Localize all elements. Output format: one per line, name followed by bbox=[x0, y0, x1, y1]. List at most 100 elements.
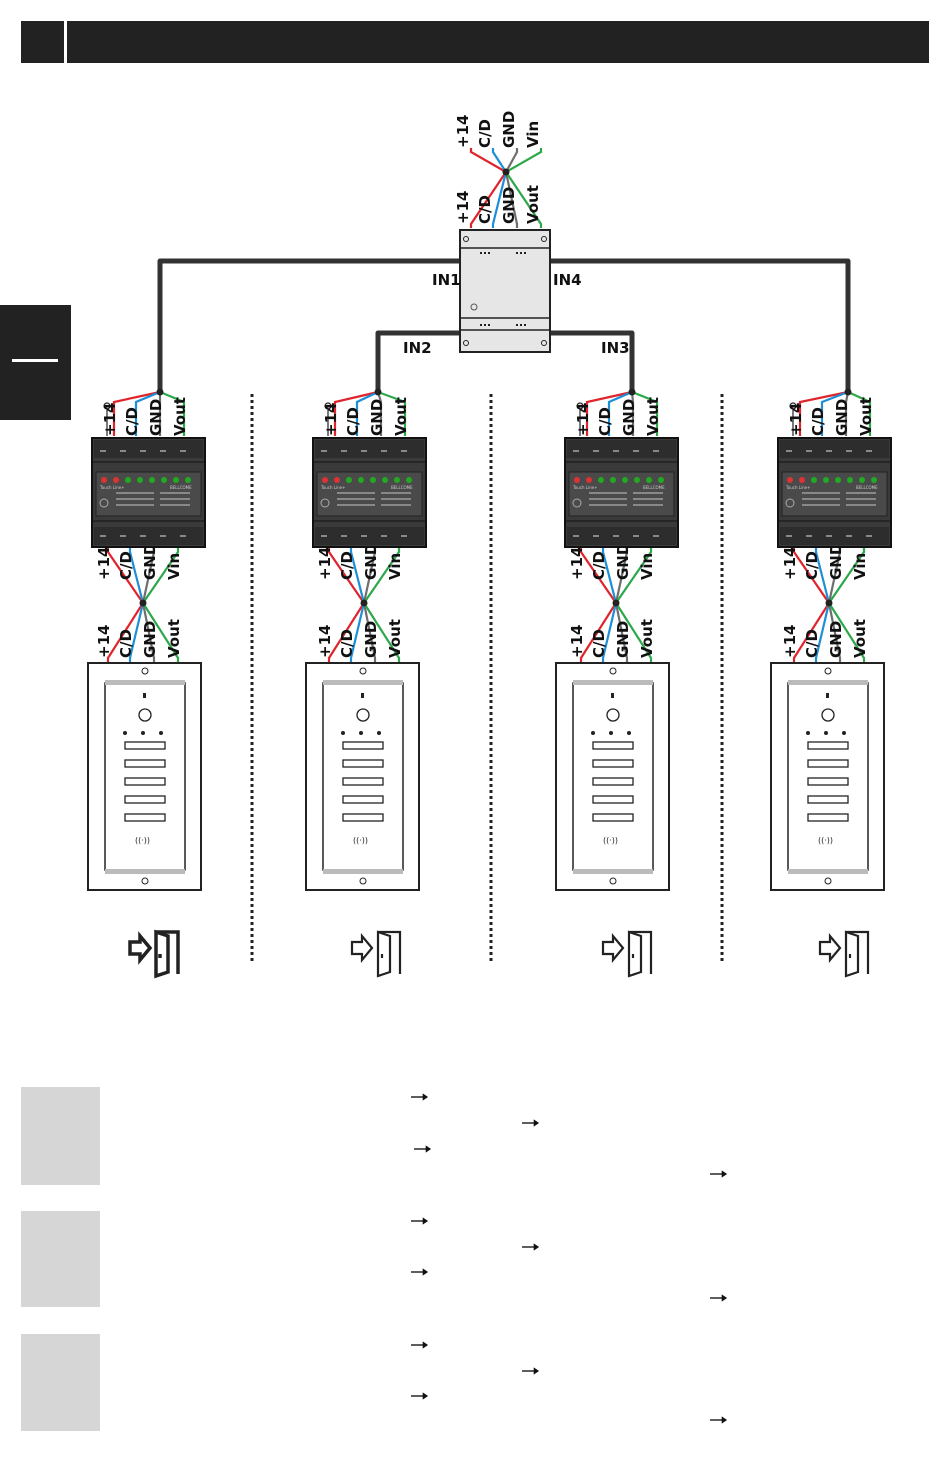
antenna-tip bbox=[576, 402, 584, 410]
call-button bbox=[124, 777, 166, 786]
module-led bbox=[346, 477, 352, 483]
wire-label: Vin bbox=[386, 553, 404, 580]
wire-label: C/D bbox=[596, 407, 614, 436]
module-bottom bbox=[567, 527, 676, 545]
module-text bbox=[381, 498, 411, 500]
wire-label: +14 bbox=[781, 625, 799, 658]
status-icon bbox=[123, 731, 127, 735]
wire bbox=[106, 602, 144, 662]
module-top bbox=[315, 440, 424, 458]
module-led bbox=[787, 477, 793, 483]
wire bbox=[469, 148, 507, 173]
arrow-right-icon bbox=[522, 1119, 540, 1127]
screw bbox=[463, 236, 469, 242]
wire-group bbox=[792, 548, 866, 662]
door-frame bbox=[378, 930, 402, 974]
pin bbox=[516, 252, 518, 254]
wire-label: C/D bbox=[476, 195, 494, 224]
pin bbox=[786, 450, 792, 452]
screw bbox=[463, 340, 469, 346]
module-bottom bbox=[315, 527, 424, 545]
wire bbox=[106, 548, 144, 604]
module-model: Touch Line+ bbox=[320, 485, 345, 490]
wire bbox=[847, 390, 872, 436]
pin bbox=[401, 450, 407, 452]
wire-label: Vin bbox=[165, 553, 183, 580]
module-led bbox=[125, 477, 131, 483]
pin bbox=[520, 324, 522, 326]
pin bbox=[866, 535, 872, 537]
pin bbox=[160, 450, 166, 452]
module-brand: BELLCOME bbox=[170, 485, 192, 490]
call-button bbox=[342, 759, 384, 768]
pin bbox=[593, 450, 599, 452]
wire-label: GND bbox=[833, 399, 851, 436]
side-tab bbox=[0, 305, 71, 420]
wire-node bbox=[628, 388, 636, 396]
wire bbox=[128, 548, 145, 604]
wire-label: Vout bbox=[644, 397, 662, 436]
module-led bbox=[406, 477, 412, 483]
module-led bbox=[185, 477, 191, 483]
wire bbox=[363, 602, 401, 662]
pin bbox=[401, 535, 407, 537]
wire bbox=[798, 390, 849, 436]
module-model: Touch Line+ bbox=[785, 485, 810, 490]
antenna-tip bbox=[324, 402, 332, 410]
wire bbox=[814, 548, 831, 604]
module-text bbox=[381, 492, 411, 494]
wire-label: GND bbox=[141, 621, 159, 658]
wire bbox=[631, 390, 659, 436]
wire bbox=[112, 390, 161, 436]
wire-label: Vout bbox=[524, 185, 542, 224]
wire bbox=[363, 548, 401, 604]
pin bbox=[321, 450, 327, 452]
call-button bbox=[807, 813, 849, 822]
arrow-head bbox=[721, 1170, 728, 1178]
arrow-head bbox=[533, 1243, 540, 1251]
call-button bbox=[124, 813, 166, 822]
wire-node bbox=[374, 388, 382, 396]
wire-label: +14 bbox=[454, 115, 472, 148]
wire-label: Vin bbox=[851, 553, 869, 580]
wire-label: GND bbox=[147, 399, 165, 436]
module-text bbox=[160, 498, 190, 500]
pin bbox=[361, 450, 367, 452]
arrow-head bbox=[422, 1268, 429, 1276]
input-label-1: IN1 bbox=[432, 271, 461, 289]
arrow-right-icon bbox=[522, 1243, 540, 1251]
module-top bbox=[780, 440, 889, 458]
pin bbox=[488, 252, 490, 254]
arrow-head bbox=[425, 1145, 432, 1153]
arrow-right-icon bbox=[411, 1341, 429, 1349]
module-text bbox=[846, 492, 876, 494]
arrow-right-icon bbox=[411, 1392, 429, 1400]
module-led bbox=[634, 477, 640, 483]
wire bbox=[142, 602, 180, 662]
wire bbox=[579, 548, 617, 604]
module-led bbox=[574, 477, 580, 483]
wire bbox=[128, 602, 145, 662]
wire bbox=[828, 548, 866, 604]
wire bbox=[377, 390, 407, 436]
module-text bbox=[160, 504, 190, 506]
wire bbox=[820, 390, 849, 436]
wire bbox=[141, 602, 156, 662]
module-led bbox=[370, 477, 376, 483]
call-button bbox=[592, 795, 634, 804]
wire bbox=[827, 602, 842, 662]
call-button bbox=[592, 759, 634, 768]
wire-label: +14 bbox=[781, 547, 799, 580]
status-icon bbox=[141, 731, 145, 735]
pin bbox=[480, 324, 482, 326]
wire-label: +14 bbox=[787, 403, 805, 436]
pin bbox=[341, 535, 347, 537]
arrow-right-icon bbox=[710, 1170, 728, 1178]
wire bbox=[614, 548, 629, 604]
screw bbox=[141, 667, 149, 675]
camera bbox=[611, 693, 614, 698]
arrow-head bbox=[422, 1093, 429, 1101]
door-leaf bbox=[154, 929, 170, 979]
